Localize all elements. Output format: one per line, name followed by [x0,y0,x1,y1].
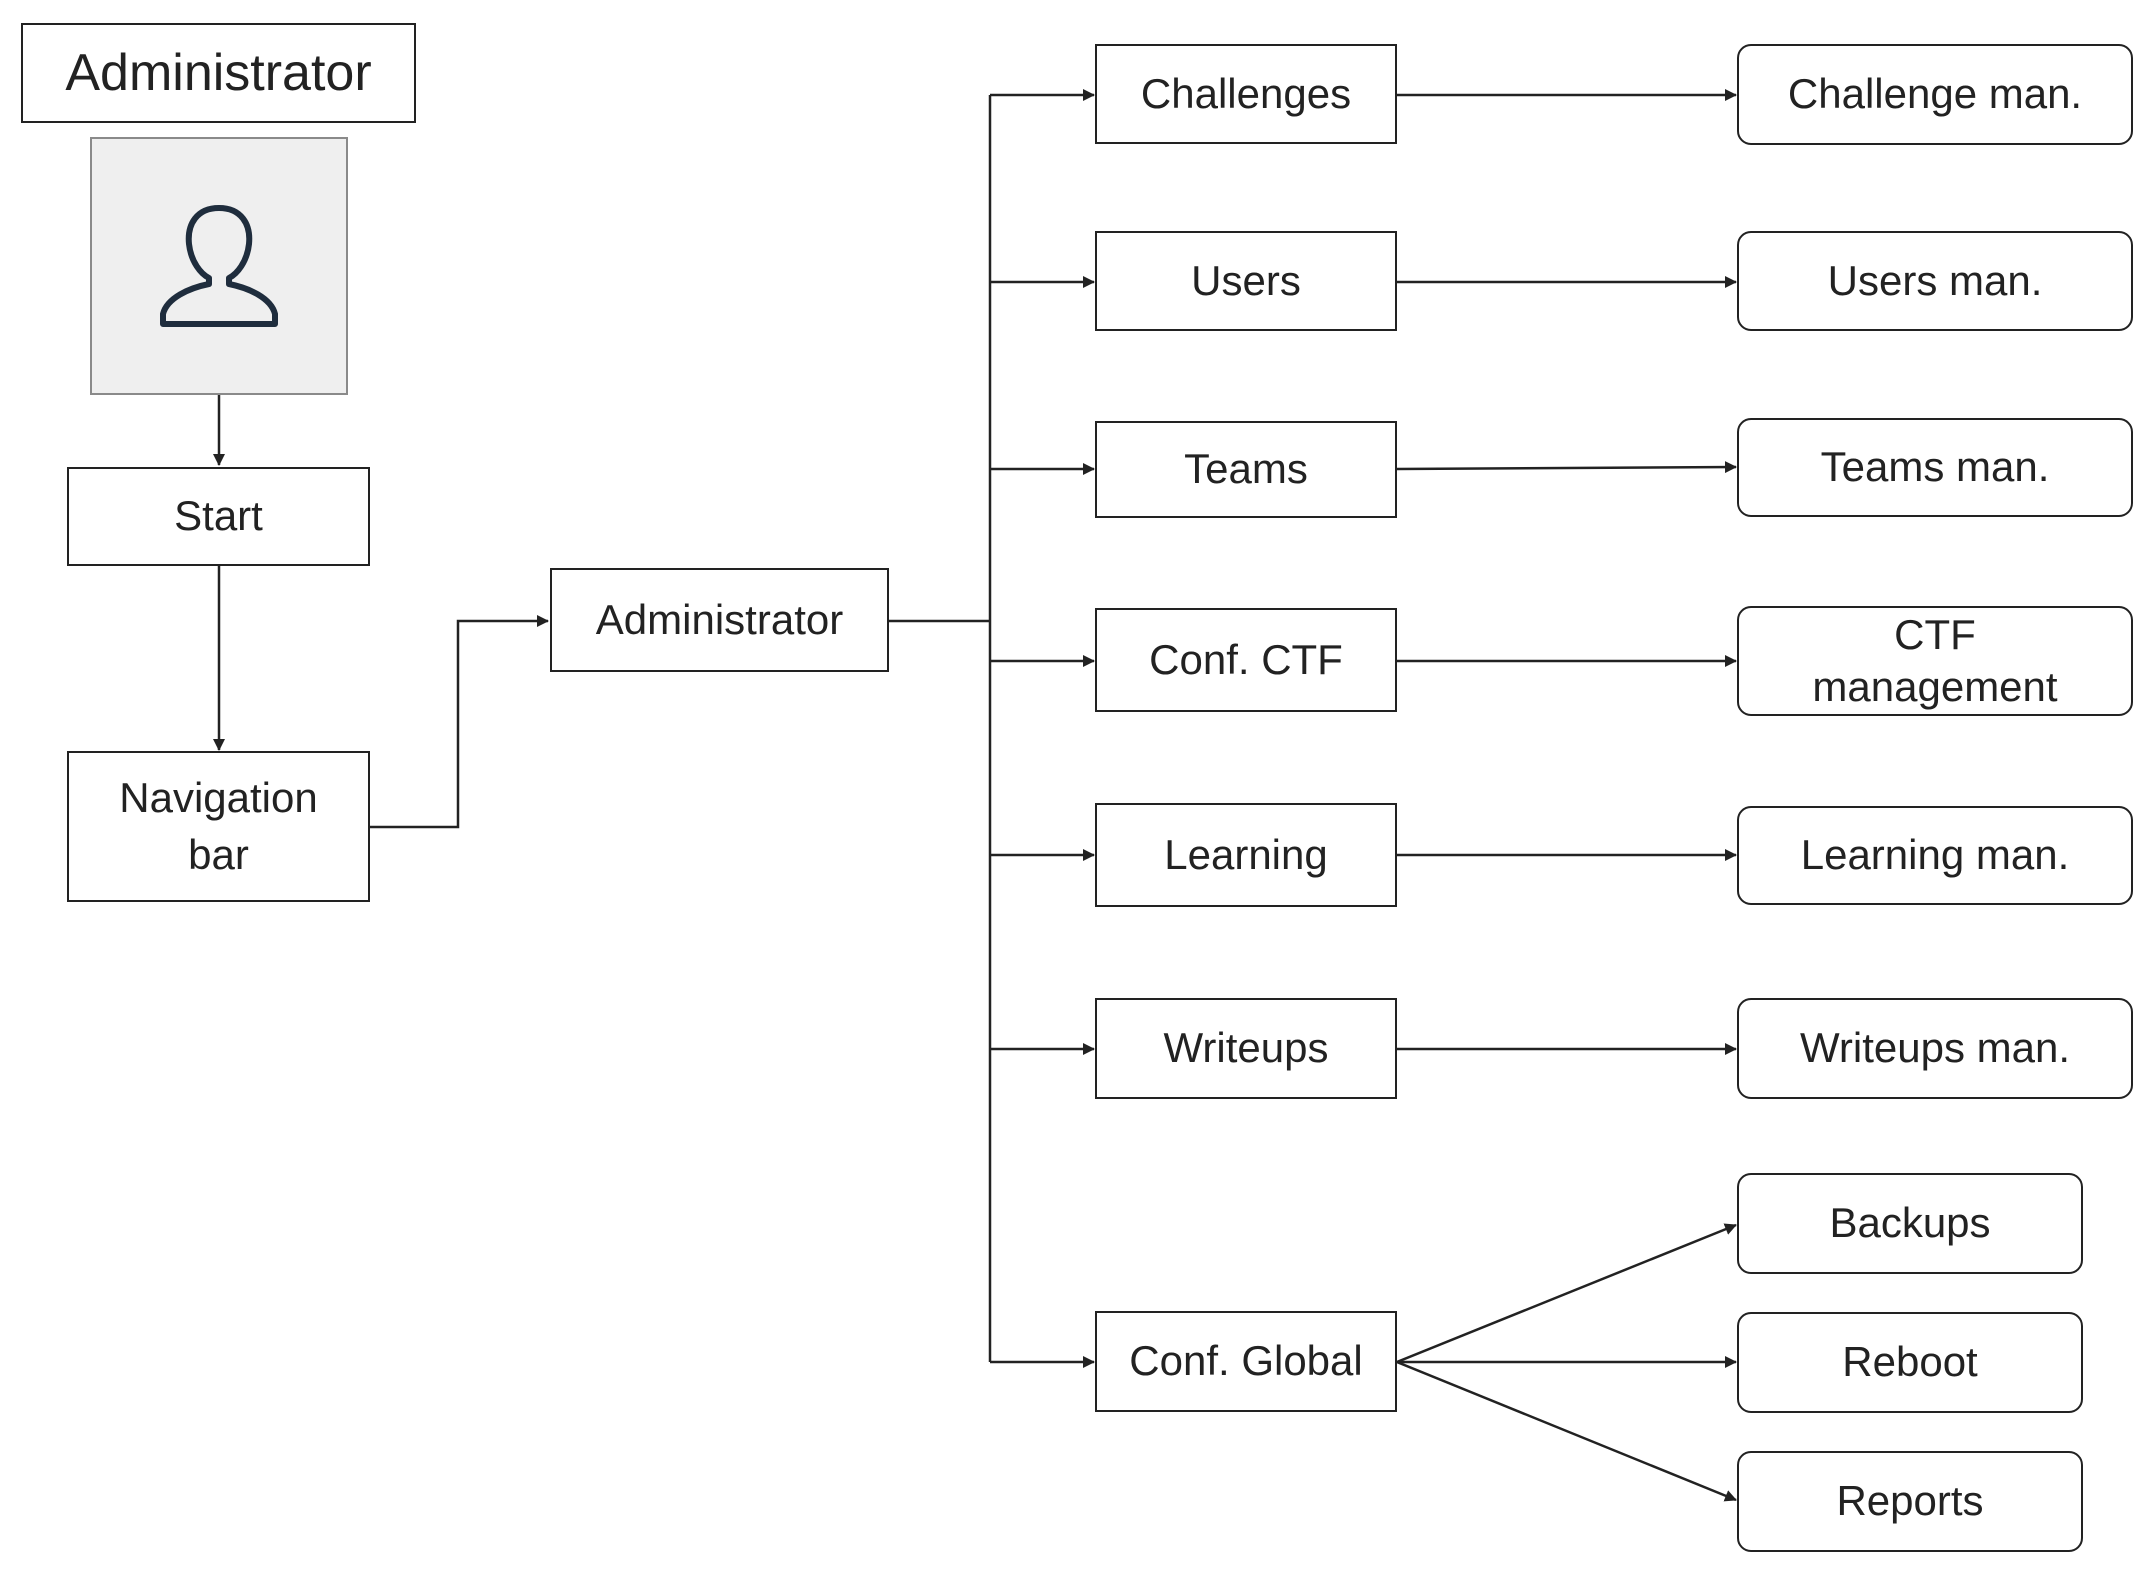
administrator-node[interactable]: Administrator [550,568,889,672]
writeups-node[interactable]: Writeups [1095,998,1397,1099]
user-icon [160,205,278,327]
edge-global-reports [1396,1360,1737,1502]
backups-node[interactable]: Backups [1737,1173,2083,1274]
ctf-management-node[interactable]: CTF management [1737,606,2133,716]
avatar [90,137,348,395]
reports-node[interactable]: Reports [1737,1451,2083,1552]
start-node[interactable]: Start [67,467,370,566]
reboot-node[interactable]: Reboot [1737,1312,2083,1413]
conf-global-node[interactable]: Conf. Global [1095,1311,1397,1412]
navigation-bar-node[interactable]: Navigation bar [67,751,370,902]
teams-node[interactable]: Teams [1095,421,1397,518]
conf-ctf-node[interactable]: Conf. CTF [1095,608,1397,712]
users-management-node[interactable]: Users man. [1737,231,2133,331]
teams-management-node[interactable]: Teams man. [1737,418,2133,517]
edge-global-backups [1396,1223,1737,1364]
challenge-management-node[interactable]: Challenge man. [1737,44,2133,145]
actor-title: Administrator [21,23,416,123]
edge-navigation-admin [369,615,549,829]
users-node[interactable]: Users [1095,231,1397,331]
learning-management-node[interactable]: Learning man. [1737,806,2133,905]
learning-node[interactable]: Learning [1095,803,1397,907]
edge-teams-man [1394,461,1737,474]
writeups-management-node[interactable]: Writeups man. [1737,998,2133,1099]
challenges-node[interactable]: Challenges [1095,44,1397,144]
